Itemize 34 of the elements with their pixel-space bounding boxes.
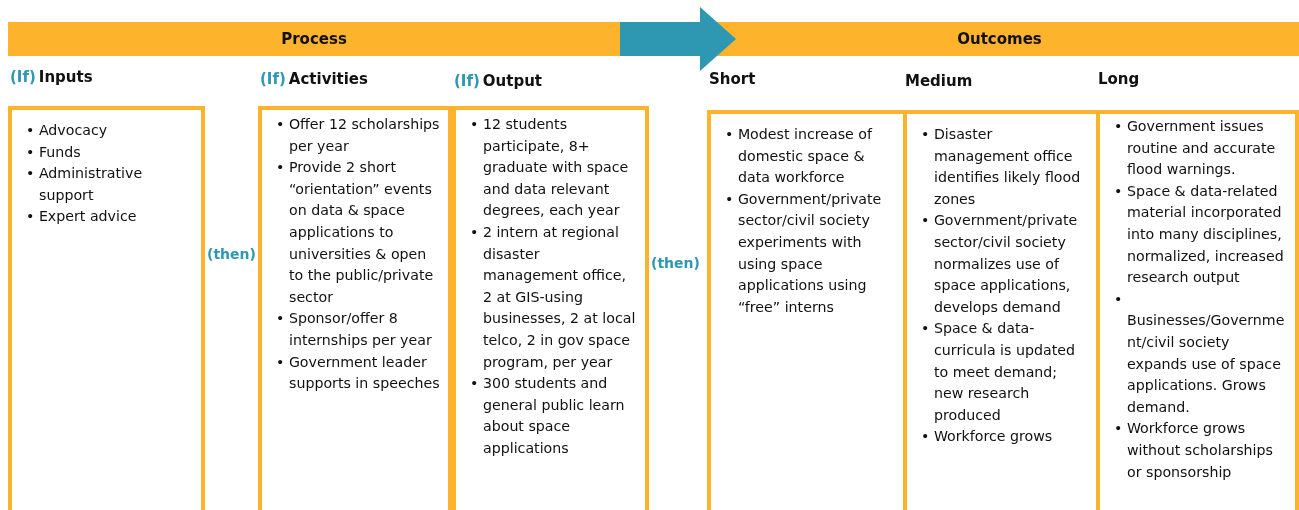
bullet-item: • Advocacy [26,121,109,140]
bullet-item: • Government leader supports in speeches [276,352,441,394]
column-heading: Long [1098,70,1140,88]
column-heading: Activities [288,70,368,88]
arrow [620,7,736,71]
bullet-item: • Government/private sector/civil society experiments with using space applications using “free” interns [725,189,883,317]
if-label: (If) [10,68,36,86]
bullet-item: • Sponsor/offer 8 internships per year [276,309,433,350]
column-heading: Medium [905,72,973,90]
if-label: (If) [454,72,480,90]
bullet-item: • Provide 2 short “orientation” events on data & space applications to universities & open to the public/private sector [276,158,435,307]
bullet-item: • Space & data-related material incorporated into many disciplines, normalized, increased research output [1114,181,1285,288]
bullet-item: • Offer 12 scholarships per year [276,115,441,156]
bullet-item: • Space & data-curricula is updated to meet demand; new research produced [921,319,1076,425]
bullet-item: • Administrative support [26,164,144,205]
bullet-item: • Expert advice [26,207,138,227]
bullet-item: • Government/private sector/civil society normalizes use of space applications, develops demand [921,211,1079,317]
bullet-item: • 300 students and general public learn about space applications [470,374,626,458]
bullet-item: • Funds [26,142,82,162]
then-label: (then) [651,255,700,271]
then-label: (then) [207,246,256,262]
bullet-item: • Modest increase of domestic space & data workforce [725,125,874,188]
column-heading: Output [482,72,542,90]
bullet-item: • 2 intern at regional disaster management office, 2 at GIS-using businesses, 2 at local telco, 2 in gov space program, per year [470,222,637,372]
column-heading: Inputs [38,68,93,86]
bullet-item: • Disaster management office identifies likely flood zones [921,125,1082,209]
bullet-item: • Workforce grows without scholarships or sponsorship [1114,419,1274,482]
header-band: Process [8,22,620,56]
bullet-item: • Government issues routine and accurate flood warnings. [1114,117,1277,180]
bullet-item: • Workforce grows [921,427,1054,447]
if-label: (If) [260,70,286,88]
column-heading: Short [709,70,756,88]
bullet-item: • 12 students participate, 8+ graduate with space and data relevant degrees, each year [470,115,630,221]
bullet-item: • Businesses/Government/civil society expands use of space applications. Grows demand. [1114,289,1286,417]
